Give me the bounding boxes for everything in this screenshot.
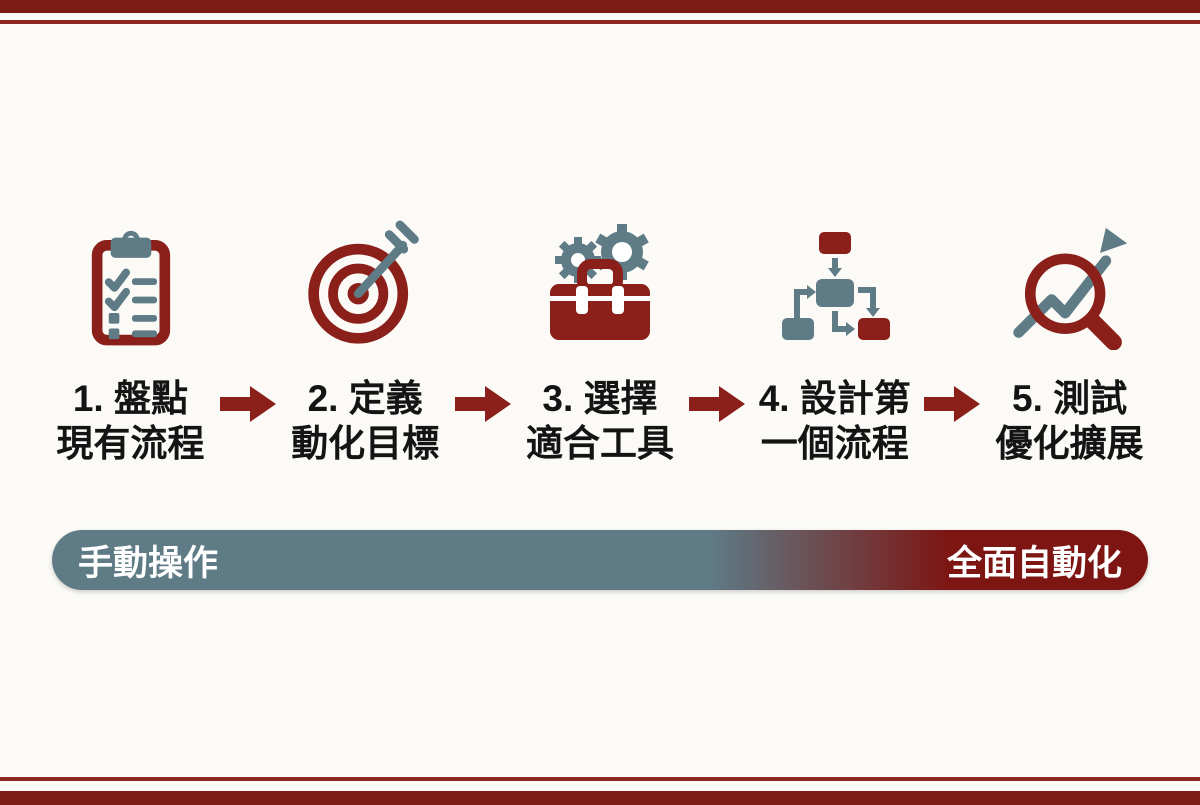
target-dart-icon <box>302 212 428 350</box>
toolbox-gears-icon-svg <box>549 224 650 340</box>
step-3: 3. 選擇 適合工具 <box>512 212 689 466</box>
step-5: 5. 測試 優化擴展 <box>981 212 1158 466</box>
step-2-line1: 2. 定義 <box>307 378 423 419</box>
flowchart-icon-svg <box>781 232 890 340</box>
step-5-line1: 5. 測試 <box>1012 378 1128 419</box>
step-2-line2: 動化目標 <box>291 423 440 465</box>
magnifier-trend-icon <box>1007 212 1133 350</box>
bottom-border-line <box>0 777 1200 781</box>
top-border-bar <box>0 0 1200 13</box>
arrow-right-icon <box>688 382 746 426</box>
step-1-label: 1. 盤點 現有流程 <box>56 376 204 466</box>
toolbox-gears-icon <box>538 212 662 350</box>
step-1: 1. 盤點 現有流程 <box>42 212 219 466</box>
clipboard-checklist-icon-svg <box>92 230 171 346</box>
step-4: 4. 設計第 一個流程 <box>746 212 923 466</box>
manual-label: 手動操作 <box>78 543 219 583</box>
step-1-line1: 1. 盤點 <box>72 378 188 419</box>
arrow-right-icon <box>454 382 512 426</box>
full-automation-label: 全面自動化 <box>946 543 1122 583</box>
step-4-label: 4. 設計第 一個流程 <box>759 376 911 466</box>
arrow-right-icon <box>923 382 981 426</box>
step-2-label: 2. 定義 動化目標 <box>291 376 439 466</box>
step-2: 2. 定義 動化目標 <box>277 212 454 466</box>
bottom-border-bar <box>0 791 1200 805</box>
top-border-line <box>0 20 1200 24</box>
arrow-right-icon <box>219 382 277 426</box>
step-3-label: 3. 選擇 適合工具 <box>526 376 674 466</box>
step-3-line2: 適合工具 <box>525 423 674 465</box>
step-5-label: 5. 測試 優化擴展 <box>996 376 1144 466</box>
process-steps-row: 1. 盤點 現有流程 2. 定義 <box>42 212 1158 466</box>
automation-progress-bar: 手動操作 全面自動化 <box>52 530 1148 590</box>
magnifier-trend-icon-svg <box>1012 227 1127 350</box>
target-dart-icon-svg <box>308 220 419 344</box>
step-3-line1: 3. 選擇 <box>542 378 658 419</box>
step-1-line2: 現有流程 <box>56 423 205 465</box>
step-5-line2: 優化擴展 <box>995 423 1144 465</box>
flowchart-icon <box>774 212 896 350</box>
clipboard-checklist-icon <box>72 212 188 350</box>
step-4-line2: 一個流程 <box>760 423 909 465</box>
step-4-line1: 4. 設計第 <box>758 378 911 419</box>
